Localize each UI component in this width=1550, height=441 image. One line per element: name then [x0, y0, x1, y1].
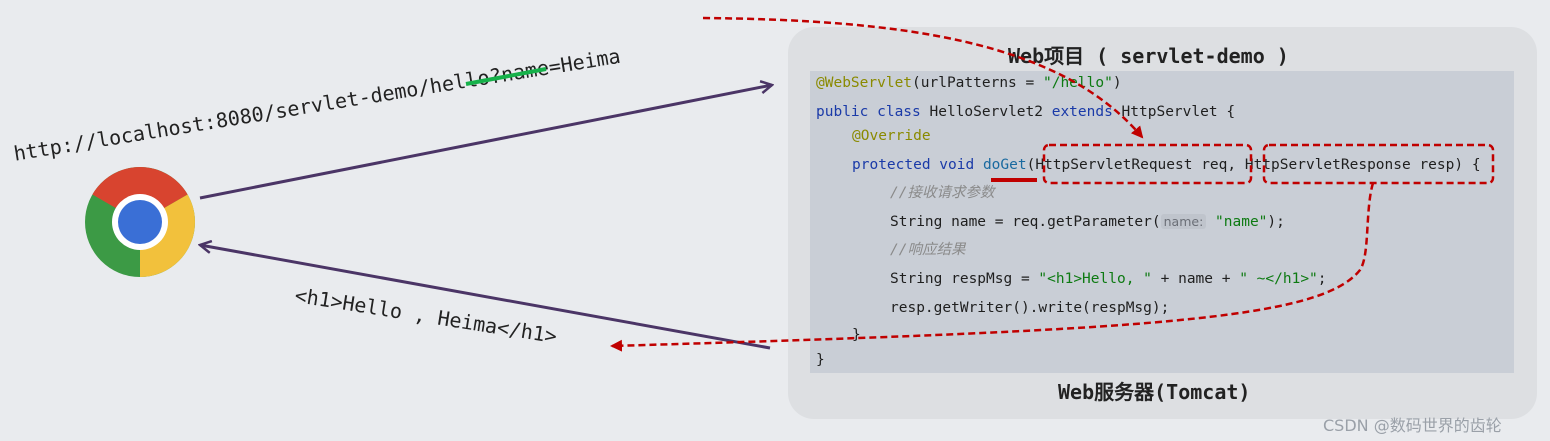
keyword: public class [816, 104, 921, 120]
closing-brace: } [816, 352, 825, 368]
code-line-5: //接收请求参数 [890, 183, 994, 203]
code-text: + name + [1151, 271, 1240, 287]
code-line-11: } [816, 350, 825, 370]
param-name-string: "name" [1215, 214, 1268, 230]
url-pattern-string: "/hello" [1042, 75, 1113, 91]
code-line-8: String respMsg = "<h1>Hello, " + name + … [890, 269, 1327, 289]
comment-response: //响应结果 [890, 242, 966, 258]
request-mapping-arrow [702, 16, 1144, 139]
code-line-9: resp.getWriter().write(respMsg); [890, 298, 1169, 318]
code-text: String name = req.getParameter( [890, 214, 1161, 230]
web-server-label: Web服务器(Tomcat) [1058, 380, 1251, 404]
watermark: CSDN @数码世界的齿轮 [1323, 416, 1502, 435]
code-line-3: @Override [852, 126, 931, 146]
doget-method: doGet [982, 157, 1027, 173]
response-arrow [200, 245, 771, 350]
doget-params: (HttpServletRequest req, HttpServletResp… [1026, 157, 1481, 173]
response-param-highlight [1262, 143, 1495, 185]
closing-brace: } [852, 327, 861, 343]
code-line-4: protected void doGet(HttpServletRequest … [852, 155, 1481, 175]
keyword: extends [1051, 104, 1113, 120]
response-mapping-arrow [610, 182, 1375, 352]
chrome-icon [85, 167, 195, 277]
code-line-1: @WebServlet(urlPatterns = "/hello") [816, 73, 1122, 93]
annotation-webservlet: @WebServlet [816, 75, 913, 91]
string-literal: "<h1>Hello, " [1038, 271, 1152, 287]
request-param-highlight [1042, 143, 1253, 185]
web-project-title: Web项目 ( servlet-demo ) [1008, 44, 1289, 68]
code-line-2: public class HelloServlet2 extends HttpS… [816, 102, 1235, 122]
keyword: protected void [852, 157, 975, 173]
parameter-hint: name: [1160, 214, 1207, 229]
code-line-6: String name = req.getParameter(name: "na… [890, 212, 1285, 232]
code-text: ); [1267, 214, 1285, 230]
code-text: String respMsg = [890, 271, 1039, 287]
code-text: HttpServlet { [1112, 104, 1236, 120]
code-line-7: //响应结果 [890, 240, 965, 260]
code-line-10: } [852, 325, 861, 345]
class-name: HelloServlet2 [920, 104, 1052, 120]
code-text: resp.getWriter().write(respMsg); [890, 300, 1170, 316]
code-text: ) [1112, 75, 1122, 91]
comment-receive-params: //接收请求参数 [890, 185, 995, 201]
code-text: (urlPatterns = [912, 75, 1043, 91]
annotation-override: @Override [852, 128, 931, 144]
string-literal: " ~</h1>" [1239, 271, 1318, 287]
code-text: ; [1317, 271, 1327, 287]
hello-path-underline [465, 67, 547, 86]
request-arrow [199, 85, 772, 200]
